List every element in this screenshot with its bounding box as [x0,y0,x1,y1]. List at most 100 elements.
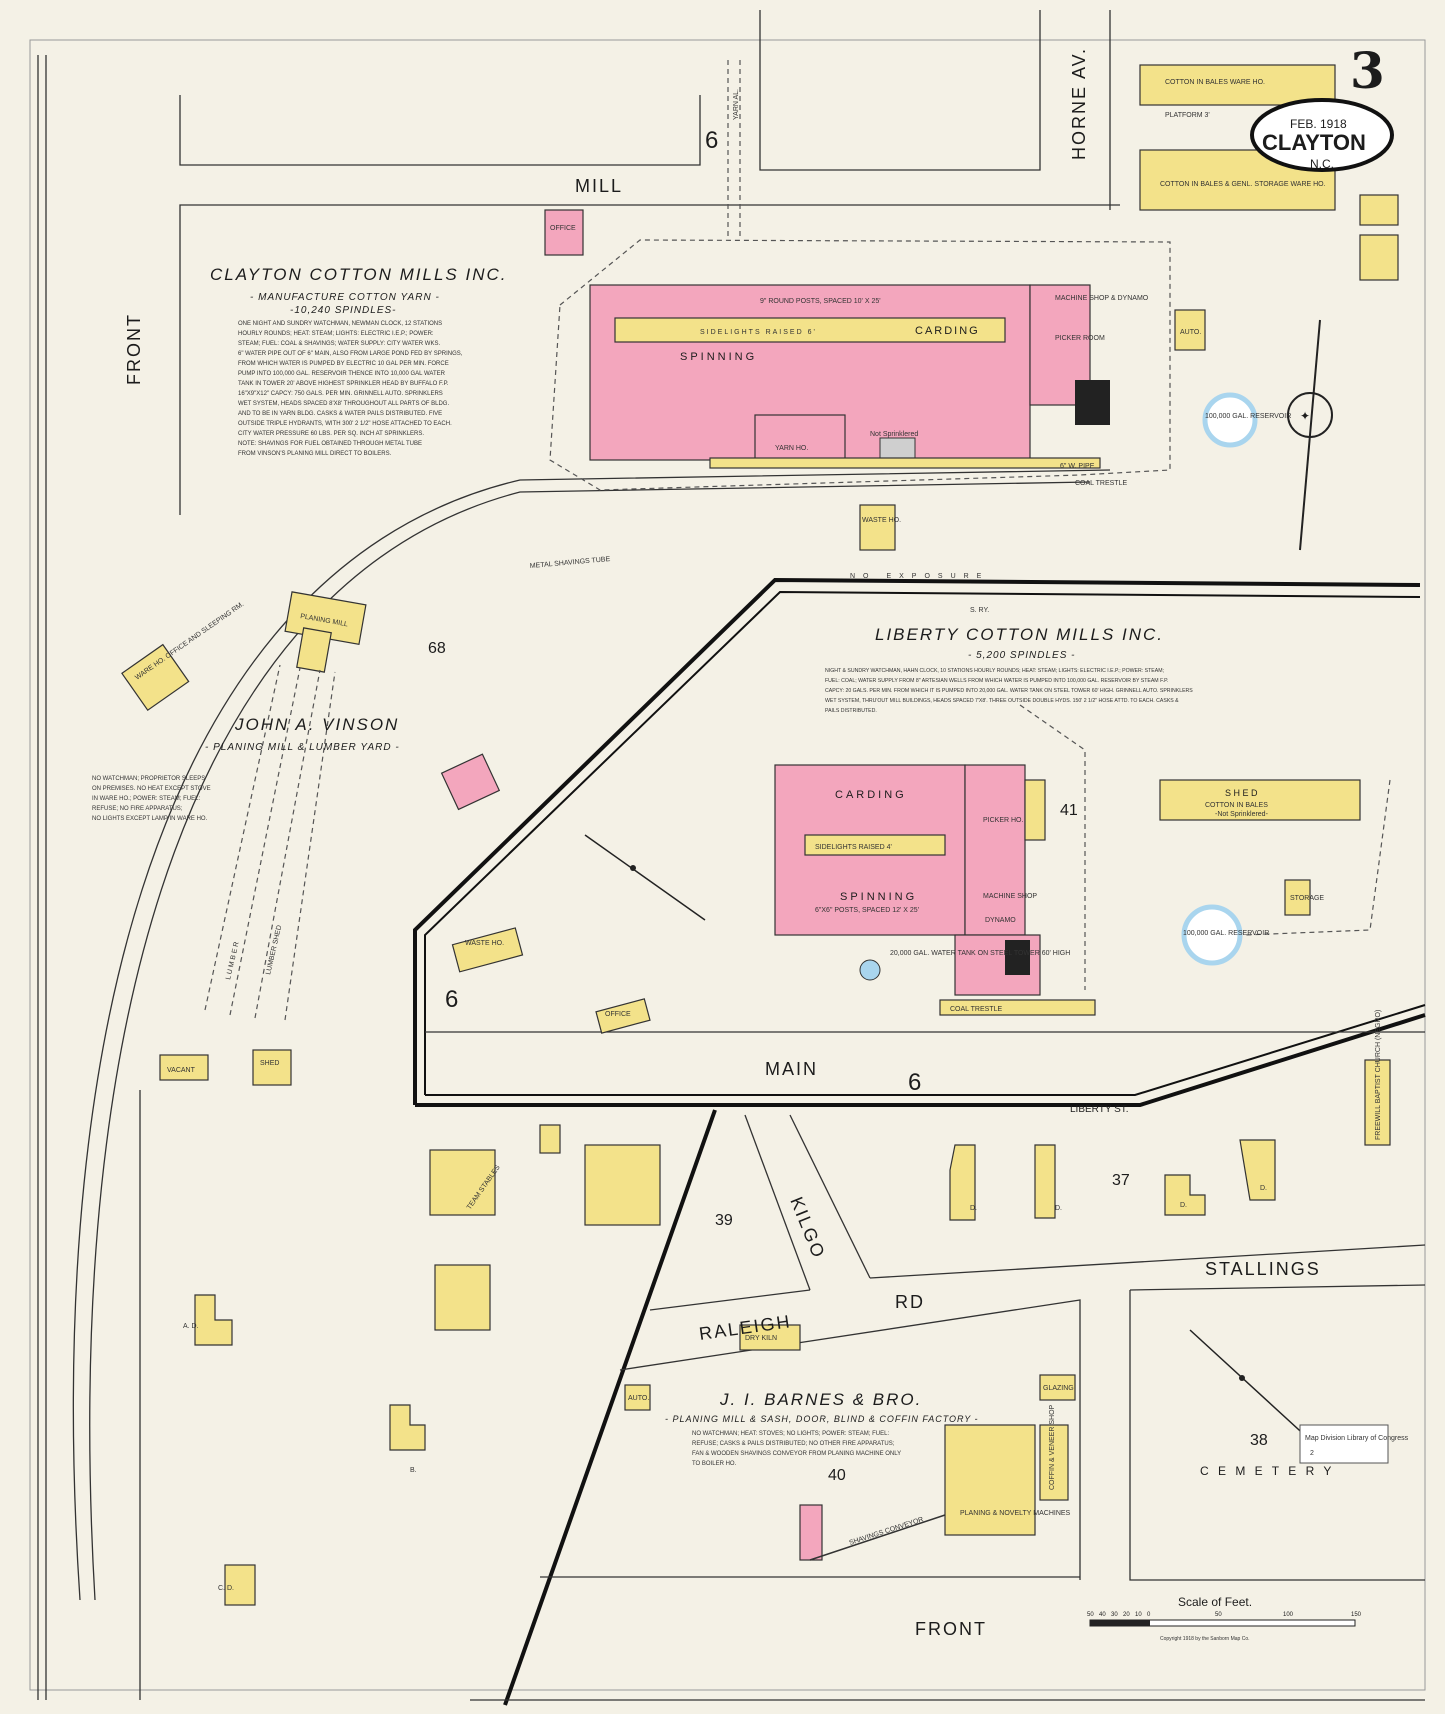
main-street-label: MAIN [765,1059,818,1079]
map-border [29,39,1426,1691]
note-line: WET SYSTEM, HEADS SPACED 8'X8' THROUGHOU… [238,401,449,407]
dwelling-label-b: B. [410,1467,417,1474]
dwelling-d4 [1239,1139,1276,1201]
clayton-not-sprinklered: Not Sprinklered [870,431,918,438]
note-line: NO WATCHMAN; HEAT: STOVES; NO LIGHTS; PO… [692,1431,889,1437]
liberty-office-bldg [595,998,651,1034]
north-arrow-dot-icon [630,865,636,871]
street-lines [37,10,1426,1706]
cemetery-label: C E M E T E R Y [1200,1464,1334,1478]
note-line: TO BOILER HO. [692,1461,737,1467]
barnes-name: J. I. BARNES & BRO. [719,1390,922,1409]
note-line: CAPCY: 20 GALS. PER MIN. FROM WHICH IT I… [825,688,1193,694]
barnes-glazing-label: GLAZING [1043,1385,1074,1392]
liberty-boilers [1005,940,1030,975]
block-38: 38 [1250,1432,1268,1449]
liberty-picker-ho [964,764,1026,936]
compass-circle-icon [1287,392,1333,438]
clayton-yarn-ho [754,414,846,461]
liberty-block-inner [424,590,1421,1095]
clayton-sidelights [614,317,1006,343]
liberty-machine-shop-label: MACHINE SHOP [983,893,1037,900]
north-arrow-liberty [584,834,706,921]
barnes-sub: - PLANING MILL & SASH, DOOR, BLIND & COF… [665,1414,979,1424]
liberty-carding-label: CARDING [835,789,907,801]
railroad-curve-a [72,469,1111,1601]
stable-a [429,1149,496,1216]
block-north-west [179,95,701,166]
page-number: 3 [1350,41,1385,100]
note-line: NO WATCHMAN; PROPRIETOR SLEEPS [92,776,205,782]
block-37: 37 [1112,1172,1130,1189]
barnes-coffin-label: COFFIN & VENEER SHOP [1049,1404,1056,1490]
liberty-reservoir [1181,904,1243,966]
block38-outline [1129,1290,1425,1581]
church-bldg [1364,1059,1391,1146]
scale-title: Scale of Feet. [1178,1595,1252,1609]
liberty-block-outer [413,577,1421,1105]
stable-b [584,1144,661,1226]
note-line: NO LIGHTS EXCEPT LAMP IN WARE HO. [92,816,208,822]
liberty-coal-trestle [939,999,1096,1016]
note-line: PAILS DISTRIBUTED. [825,708,877,714]
no-exposure-label: NO EXPOSURE [850,573,989,580]
town-name: CLAYTON [1262,130,1366,155]
note-line: 16"X9"X12" CAPCY: 750 GALS. PER MIN. GRI… [238,391,443,397]
liberty-sidelights [804,834,946,856]
liberty-waste-ho-label: WASTE HO. [465,940,504,947]
north-arrow-cemetery [1189,1329,1311,1441]
clayton-carding-label: CARDING [915,325,980,337]
library-stamp-label: Map Division Library of Congress [1305,1435,1409,1442]
shed-label: SHED [260,1060,279,1067]
vinson-sub: - PLANING MILL & LUMBER YARD - [205,742,400,753]
stable-c [434,1264,491,1331]
note-line: 6" WATER PIPE OUT OF 6" MAIN, ALSO FROM … [238,351,463,357]
scale-tick-label: 150 [1351,1612,1362,1618]
block-6-main: 6 [908,1069,921,1096]
liberty-coal-trestle-label: COAL TRESTLE [950,1006,1002,1013]
barnes-notes: NO WATCHMAN; HEAT: STOVES; NO LIGHTS; PO… [692,1431,901,1467]
kilgo-west-edge [744,1114,811,1291]
clayton-picker-label: PICKER ROOM [1055,335,1105,342]
dwelling-label-2: D. [1055,1205,1062,1212]
kilgo-west-heavy [503,1109,717,1706]
clayton-mills-name: CLAYTON COTTON MILLS INC. [210,265,508,284]
north-arrow-2-dot-icon [1239,1375,1245,1381]
dwelling-label-1: D. [970,1205,977,1212]
liberty-mills-sub: - 5,200 SPINDLES - [968,650,1075,661]
note-line: CITY WATER PRESSURE 60 LBS. PER SQ. INCH… [238,431,424,437]
liberty-dynamo-label: DYNAMO [985,917,1016,924]
clayton-mills-labels: CLAYTON COTTON MILLS INC. - MANUFACTURE … [210,79,1326,570]
note-line: FUEL: COAL; WATER SUPPLY FROM 8" ARTESIA… [825,678,1168,684]
clayton-coal-trestle [709,457,1101,469]
note-line: ON PREMISES. NO HEAT EXCEPT STOVE [92,786,211,792]
scale-bar-fill [1090,1620,1150,1626]
main-south-heavy [415,1013,1426,1107]
note-line: OUTSIDE TRIPLE HYDRANTS, WITH 300' 2 1/2… [238,421,452,427]
barnes-labels: J. I. BARNES & BRO. - PLANING MILL & SAS… [628,1335,1074,1547]
railway-label: S. RY. [970,607,989,614]
dwelling-label-3: D. [1180,1202,1187,1209]
barnes-dry-kiln [739,1324,801,1351]
clayton-machine-shop-label: MACHINE SHOP & DYNAMO [1055,295,1149,302]
yarn-alley-label: YARN AL. [733,89,740,120]
clayton-posts-label: 9" ROUND POSTS, SPACED 10' X 25' [760,298,881,305]
clayton-auto-bldg [1174,309,1206,351]
liberty-water-tank [859,959,881,981]
note-line: REFUSE; NO FIRE APPARATUS; [92,806,183,812]
mill-street-label: MILL [575,176,623,196]
note-line: AND TO BE IN YARN BLDG. CASKS & WATER PA… [238,411,442,417]
clayton-sidelights-label: SIDELIGHTS RAISED 6' [700,329,817,336]
barnes-boiler [799,1504,823,1561]
feed-shed [539,1124,561,1154]
liberty-waste-ho [451,927,524,973]
stallings-street-label: STALLINGS [1205,1259,1321,1279]
kilgo-east-edge [789,1114,871,1279]
small-shed-b [1359,234,1399,281]
vinson-notes: NO WATCHMAN; PROPRIETOR SLEEPS ON PREMISE… [92,776,211,822]
note-line: REFUSE; CASKS & PAILS DISTRIBUTED; NO OT… [692,1441,895,1447]
vinson-boiler-ho [440,753,501,811]
